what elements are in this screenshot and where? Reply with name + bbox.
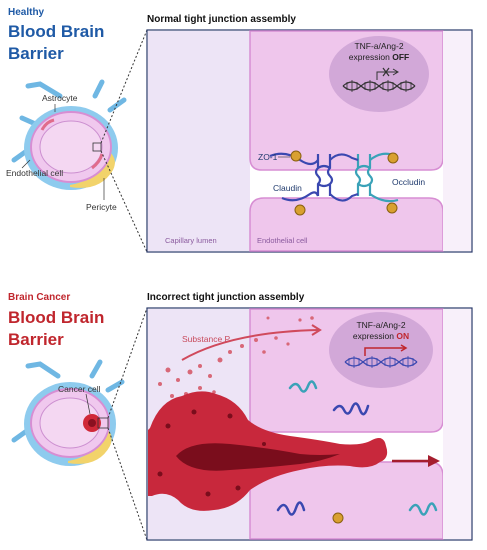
normal-panel-title: Normal tight junction assembly [147,14,296,25]
dna-bottom-line1: TNF-a/Ang-2 [356,320,406,330]
healthy-title-line2: Barrier [8,44,64,63]
dna-top-line1: TNF-a/Ang-2 [354,41,404,51]
nucleus-top [329,36,429,112]
claudin-proteins [269,152,334,202]
label-endothelial-cell-left: Endothelial cell [6,168,64,178]
label-endothelial-cell-panel: Endothelial cell [257,236,308,245]
dna-helix-top [342,67,416,92]
zoom-box [92,142,102,152]
normal-junction-panel [146,29,473,253]
dna-bottom-state: ON [396,331,410,341]
cancer-vessel-illustration [11,359,125,466]
label-cancer-cell: Cancer cell [58,384,101,394]
dna-top-line2: expression OFF [329,52,429,62]
label-zo1: ZO-1 [258,152,278,162]
mrna-strands [276,380,438,516]
healthy-tag: Healthy [8,7,45,18]
cancer-title-line2: Barrier [8,330,64,349]
healthy-vessel-illustration [11,79,127,200]
healthy-title-line1: Blood Brain [8,22,105,41]
dna-helix-bottom [344,356,418,368]
cancer-title-line1: Blood Brain [8,308,105,327]
zo1-proteins [290,150,399,216]
label-capillary-lumen: Capillary lumen [165,236,217,245]
dna-top-prefix: expression [348,52,390,62]
incorrect-panel-title: Incorrect tight junction assembly [147,292,305,303]
substance-p-arrow [181,329,319,361]
label-substance-p: Substance P [182,334,231,344]
capillary-lumen-region [148,31,250,251]
cancer-tag: Brain Cancer [8,292,71,303]
label-astrocyte: Astrocyte [42,93,78,103]
dna-top-state: OFF [392,52,410,62]
label-pericyte: Pericyte [86,202,117,212]
label-occludin: Occludin [392,177,426,187]
dna-bottom-prefix: expression [352,331,394,341]
label-claudin: Claudin [273,183,302,193]
dna-bottom-line2: expression ON [331,331,431,341]
capillary-lumen-inner [39,120,103,174]
substance-p-particles [158,316,314,398]
incorrect-junction-panel [146,307,473,541]
